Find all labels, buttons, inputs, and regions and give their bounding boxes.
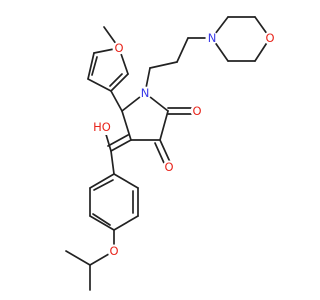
- atom-symbol: N: [208, 31, 217, 45]
- bond-layer: [65, 16, 271, 291]
- bond: [89, 215, 115, 231]
- bond: [110, 73, 129, 92]
- furan-oxygen-label: O: [112, 41, 126, 55]
- bond-double: [110, 139, 132, 152]
- atom-symbol: N: [141, 86, 150, 100]
- atom-label-layer: O N N O O O HO O: [93, 31, 277, 258]
- bond: [65, 250, 91, 266]
- bond-double: [92, 213, 111, 226]
- bond: [110, 90, 123, 112]
- bond-double: [93, 179, 114, 191]
- atom-symbol: HO: [93, 120, 111, 134]
- bond: [110, 150, 115, 175]
- bond: [113, 173, 139, 189]
- bond-double: [91, 56, 98, 76]
- molecule-structure: O N N O O O HO O: [65, 16, 277, 291]
- atom-symbol: O: [114, 41, 123, 55]
- bond: [87, 52, 95, 80]
- morpholine-oxygen-label: O: [263, 31, 277, 45]
- ring-nitrogen-label: N: [138, 86, 152, 100]
- structure-canvas: O N N O O O HO O: [65, 16, 277, 291]
- atom-symbol: O: [265, 31, 274, 45]
- bond: [159, 110, 169, 141]
- bond: [89, 173, 115, 189]
- ether-oxygen-label: O: [107, 244, 121, 258]
- ketone-oxygen-label: O: [190, 104, 204, 118]
- hydroxyl-label: HO: [93, 120, 113, 135]
- bond-double: [154, 142, 165, 164]
- atom-symbol: O: [192, 104, 201, 118]
- bond: [121, 110, 132, 141]
- atom-symbol: O: [109, 244, 118, 258]
- bond-double: [107, 134, 129, 147]
- morpholine-nitrogen-label: N: [205, 31, 219, 45]
- bond-double: [159, 139, 171, 163]
- bond-double: [109, 73, 123, 87]
- ketone-oxygen-label: O: [162, 160, 176, 174]
- atom-symbol: O: [164, 160, 173, 174]
- bond: [87, 78, 112, 92]
- bond: [149, 61, 178, 69]
- bond: [176, 37, 189, 63]
- bond: [113, 215, 139, 231]
